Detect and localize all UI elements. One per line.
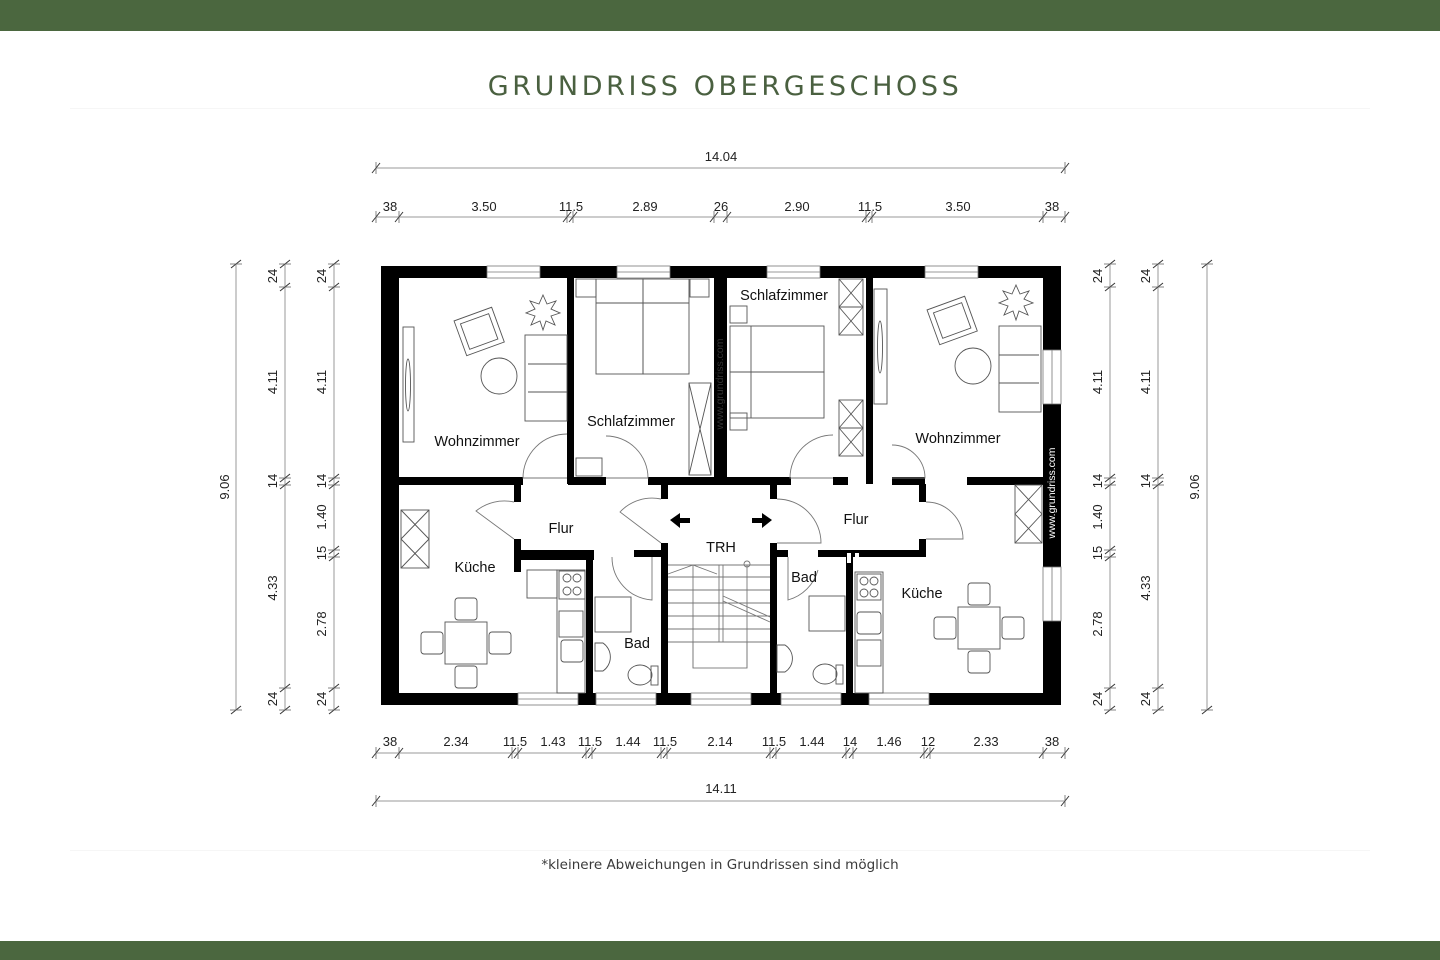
svg-text:2.34: 2.34 (443, 734, 468, 749)
room-label-schlafzimmer-right: Schlafzimmer (740, 288, 828, 304)
room-label-trh: TRH (706, 540, 736, 556)
svg-text:24: 24 (1138, 269, 1153, 283)
svg-text:1.40: 1.40 (1090, 504, 1105, 529)
dimension-top-segments: 38 3.50 11.5 2.89 26 2.90 11.5 3.50 38 (371, 199, 1070, 224)
svg-text:38: 38 (383, 734, 397, 749)
svg-text:1.43: 1.43 (540, 734, 565, 749)
svg-text:2.33: 2.33 (973, 734, 998, 749)
doors (475, 433, 964, 601)
room-label-flur-left: Flur (549, 521, 574, 537)
watermark-right: www.grundriss.com (1046, 447, 1058, 539)
svg-text:11.5: 11.5 (858, 199, 882, 214)
room-label-kueche-left: Küche (454, 560, 495, 576)
dimension-top-total: 14.04 (371, 149, 1070, 175)
entrance-arrow-icons (670, 513, 772, 528)
dimension-bottom-total: 14.11 (371, 781, 1070, 808)
svg-text:14: 14 (265, 474, 280, 488)
page-title: GRUNDRISS OBERGESCHOSS (487, 71, 963, 102)
svg-text:15: 15 (314, 546, 329, 560)
room-labels: Wohnzimmer Schlafzimmer Schlafzimmer Woh… (434, 288, 1000, 652)
svg-text:14: 14 (1138, 474, 1153, 488)
footer-divider (70, 850, 1370, 851)
svg-text:24: 24 (314, 692, 329, 706)
vent-openings (845, 458, 860, 563)
svg-text:15: 15 (1090, 546, 1105, 560)
svg-text:14: 14 (314, 474, 329, 488)
svg-text:14.04: 14.04 (705, 149, 738, 164)
svg-text:24: 24 (265, 692, 280, 706)
svg-text:24: 24 (1090, 692, 1105, 706)
svg-text:24: 24 (265, 269, 280, 283)
room-label-schlafzimmer-left: Schlafzimmer (587, 414, 675, 430)
svg-text:38: 38 (1045, 199, 1059, 214)
windows (486, 265, 1062, 706)
top-color-band (0, 0, 1440, 31)
svg-text:14: 14 (843, 734, 857, 749)
svg-text:1.44: 1.44 (799, 734, 824, 749)
svg-text:2.89: 2.89 (632, 199, 657, 214)
dimension-right-total: 9.06 (1187, 259, 1214, 715)
svg-text:38: 38 (383, 199, 397, 214)
room-label-wohnzimmer-left: Wohnzimmer (434, 434, 519, 450)
dimension-right-inner-2: 24 4.11 14 4.33 24 (1138, 259, 1165, 715)
disclaimer-note: *kleinere Abweichungen in Grundrissen si… (541, 857, 899, 873)
svg-text:12: 12 (921, 734, 935, 749)
svg-text:38: 38 (1045, 734, 1059, 749)
bottom-color-band (0, 941, 1440, 960)
dimension-left-total: 9.06 (217, 259, 243, 715)
watermark-center: www.grundriss.com (714, 338, 726, 430)
title-divider (70, 108, 1370, 109)
dimension-left-inner-1: 24 4.11 14 4.33 24 (265, 259, 292, 715)
svg-text:1.46: 1.46 (876, 734, 901, 749)
room-label-bad-right: Bad (791, 570, 817, 586)
svg-text:24: 24 (1090, 269, 1105, 283)
furniture (400, 278, 1043, 694)
room-label-flur-right: Flur (844, 512, 869, 528)
room-label-bad-left: Bad (624, 636, 650, 652)
dimension-left-inner-2: 24 4.11 14 1.40 15 2.78 24 (314, 259, 341, 715)
svg-text:2.78: 2.78 (314, 611, 329, 636)
room-label-kueche-right: Küche (901, 586, 942, 602)
svg-text:11.5: 11.5 (578, 734, 602, 749)
svg-text:3.50: 3.50 (471, 199, 496, 214)
svg-text:9.06: 9.06 (217, 474, 232, 499)
svg-text:4.11: 4.11 (1090, 370, 1105, 394)
svg-text:24: 24 (1138, 692, 1153, 706)
svg-text:11.5: 11.5 (762, 734, 786, 749)
svg-text:11.5: 11.5 (503, 734, 527, 749)
dimension-right-inner-1: 24 4.11 14 1.40 15 2.78 24 (1090, 259, 1117, 715)
svg-text:2.14: 2.14 (707, 734, 732, 749)
svg-text:1.40: 1.40 (314, 504, 329, 529)
room-label-wohnzimmer-right: Wohnzimmer (915, 431, 1000, 447)
svg-text:4.11: 4.11 (1138, 370, 1153, 394)
svg-text:14.11: 14.11 (705, 781, 737, 796)
svg-text:4.33: 4.33 (265, 575, 280, 600)
svg-text:4.33: 4.33 (1138, 575, 1153, 600)
svg-text:11.5: 11.5 (653, 734, 677, 749)
svg-text:2.90: 2.90 (784, 199, 809, 214)
svg-text:26: 26 (714, 199, 728, 214)
svg-text:3.50: 3.50 (945, 199, 970, 214)
svg-text:1.44: 1.44 (615, 734, 640, 749)
svg-text:11.5: 11.5 (559, 199, 583, 214)
svg-text:4.11: 4.11 (314, 370, 329, 394)
svg-text:4.11: 4.11 (265, 370, 280, 394)
svg-text:2.78: 2.78 (1090, 611, 1105, 636)
walls (381, 266, 1061, 705)
dimension-bottom-segments: 38 2.34 11.5 1.43 11.5 1.44 11.5 2.14 11… (371, 734, 1070, 760)
svg-text:9.06: 9.06 (1187, 474, 1202, 499)
svg-text:24: 24 (314, 269, 329, 283)
svg-text:14: 14 (1090, 474, 1105, 488)
